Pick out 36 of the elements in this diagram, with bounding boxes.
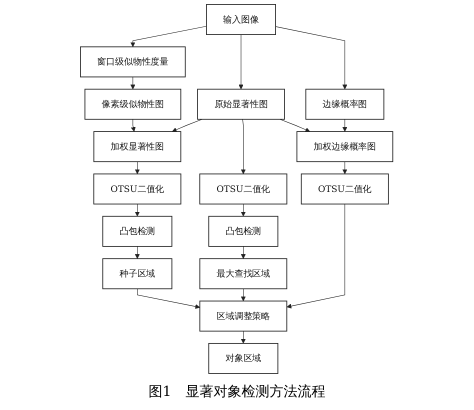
arrow [280,119,311,132]
node-box: OTSU二值化 [94,174,182,204]
arrow [241,119,246,174]
arrow [130,26,208,48]
arrow [137,288,200,309]
node-box: 区域调整策略 [200,300,288,332]
arrow [286,204,346,309]
node-box: 加权边缘概率图 [296,131,394,162]
arrow [135,161,140,174]
arrow [130,76,136,90]
arrow [135,246,140,259]
node-box: 原始显著性图 [198,88,286,120]
node-box: 窗口级似物性度量 [80,46,186,78]
arrow [276,26,348,90]
arrow [241,288,246,302]
node-box: OTSU二值化 [200,174,288,204]
arrow [172,119,203,132]
arrow [241,204,246,217]
node-box: 加权显著性图 [94,131,182,162]
node-box: 边缘概率图 [306,88,385,120]
arrow [131,119,136,132]
node-box: 最大查找区域 [200,258,288,290]
arrow [238,34,244,90]
node-box: 对象区域 [208,343,279,374]
node-box: 凸包检测 [102,216,173,247]
arrow [135,204,140,217]
node-box: 种子区域 [102,258,173,290]
arrow [342,161,348,174]
figure-caption: 图1 显著对象检测方法流程 [148,384,326,400]
arrow [241,246,246,259]
node-box: 输入图像 [206,4,276,35]
node-box: 像素级似物性图 [84,88,182,120]
arrow [241,330,246,344]
arrow [342,119,348,132]
node-box: 凸包检测 [208,216,279,247]
node-box: OTSU二值化 [301,174,390,204]
